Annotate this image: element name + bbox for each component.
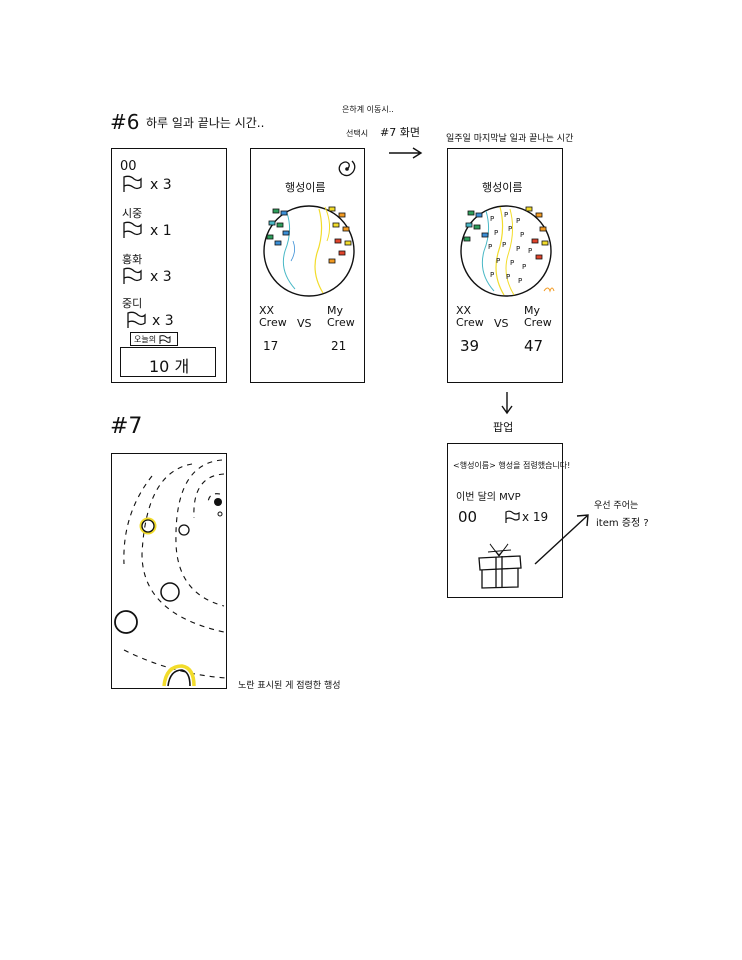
svg-text:P: P — [504, 211, 508, 219]
svg-text:P: P — [496, 257, 500, 265]
total-count: 10 개 — [149, 357, 190, 376]
arrow-down-icon — [501, 392, 513, 415]
reward-note-1: 우선 주어는 — [594, 501, 639, 511]
flag-icon — [127, 311, 146, 328]
battle-panel: 행성이름 XX Crew VS My Crew 17 21 — [250, 148, 365, 383]
svg-text:P: P — [494, 229, 498, 237]
svg-text:P: P — [490, 271, 494, 279]
svg-text:P: P — [510, 259, 514, 267]
flag-icon — [123, 221, 142, 238]
svg-text:P: P — [502, 241, 506, 249]
gift-box-icon[interactable] — [476, 542, 524, 590]
target-screen-note: #7 화면 — [380, 126, 420, 139]
flag-icon — [123, 175, 142, 192]
tally-count: x 3 — [150, 177, 172, 193]
popup-label: 팝업 — [493, 421, 514, 434]
select-note: 선택시 — [346, 129, 369, 138]
tally-label: 홍화 — [122, 253, 143, 266]
svg-text:P: P — [522, 263, 526, 271]
galaxy-icon[interactable] — [335, 157, 359, 181]
svg-text:P: P — [516, 217, 520, 225]
galaxy-note: 은하계 이동시.. — [342, 105, 394, 114]
svg-text:P: P — [518, 277, 522, 285]
galaxy-map[interactable] — [112, 454, 228, 690]
left-team: XX Crew — [456, 304, 484, 329]
right-score: 47 — [524, 337, 544, 355]
tally-count: x 3 — [150, 269, 172, 285]
svg-text:P: P — [488, 243, 492, 251]
planet-map[interactable] — [263, 201, 355, 301]
arrow-right-icon — [389, 147, 423, 159]
mvp-count: x 19 — [522, 510, 549, 524]
popup-headline: <행성이름> 행성을 점령했습니다! — [453, 461, 571, 470]
vs-label: VS — [297, 317, 312, 330]
section-6-title: 하루 일과 끝나는 시간.. — [146, 116, 265, 130]
popup-panel: <행성이름> 행성을 점령했습니다! 이번 달의 MVP 00 x 19 — [447, 443, 570, 598]
svg-text:P: P — [520, 231, 524, 239]
svg-text:P: P — [506, 273, 510, 281]
reward-note-2: item 증정 ? — [596, 518, 649, 529]
right-team: My Crew — [524, 304, 552, 329]
tally-count: x 3 — [152, 313, 174, 329]
today-chip: 오늘의 — [130, 332, 178, 346]
flag-icon — [505, 510, 520, 523]
left-score: 39 — [460, 337, 480, 355]
week-end-title: 일주일 마지막날 일과 끝나는 시간 — [446, 134, 574, 144]
svg-text:P: P — [528, 247, 532, 255]
tally-panel: 00 x 3 시중 x 1 홍화 x 3 중디 x 3 오늘의 10 개 — [111, 148, 227, 383]
user-name: 00 — [120, 159, 137, 174]
section-7-label: #7 — [110, 414, 143, 439]
flag-icon — [123, 267, 142, 284]
galaxy-panel — [111, 453, 227, 689]
arrow-up-right-icon — [534, 514, 589, 565]
left-score: 17 — [263, 339, 279, 353]
section-6-label: #6 — [110, 110, 140, 134]
mvp-title: 이번 달의 MVP — [456, 492, 521, 503]
planet-name: 행성이름 — [482, 181, 523, 194]
flag-icon — [159, 334, 171, 344]
today-chip-label: 오늘의 — [134, 335, 157, 344]
tally-label: 중디 — [122, 297, 143, 310]
total-box: 10 개 — [120, 347, 216, 377]
svg-text:P: P — [490, 215, 494, 223]
tally-label: 시중 — [122, 207, 143, 220]
tally-count: x 1 — [150, 223, 172, 239]
right-score: 21 — [331, 339, 347, 353]
mvp-name: 00 — [458, 508, 478, 526]
left-team: XX Crew — [259, 304, 287, 329]
svg-text:P: P — [516, 245, 520, 253]
planet-name: 행성이름 — [285, 181, 326, 194]
right-team: My Crew — [327, 304, 355, 329]
vs-label: VS — [494, 317, 509, 330]
svg-text:P: P — [508, 225, 512, 233]
section-7-caption: 노란 표시된 게 점령한 행성 — [238, 681, 341, 691]
